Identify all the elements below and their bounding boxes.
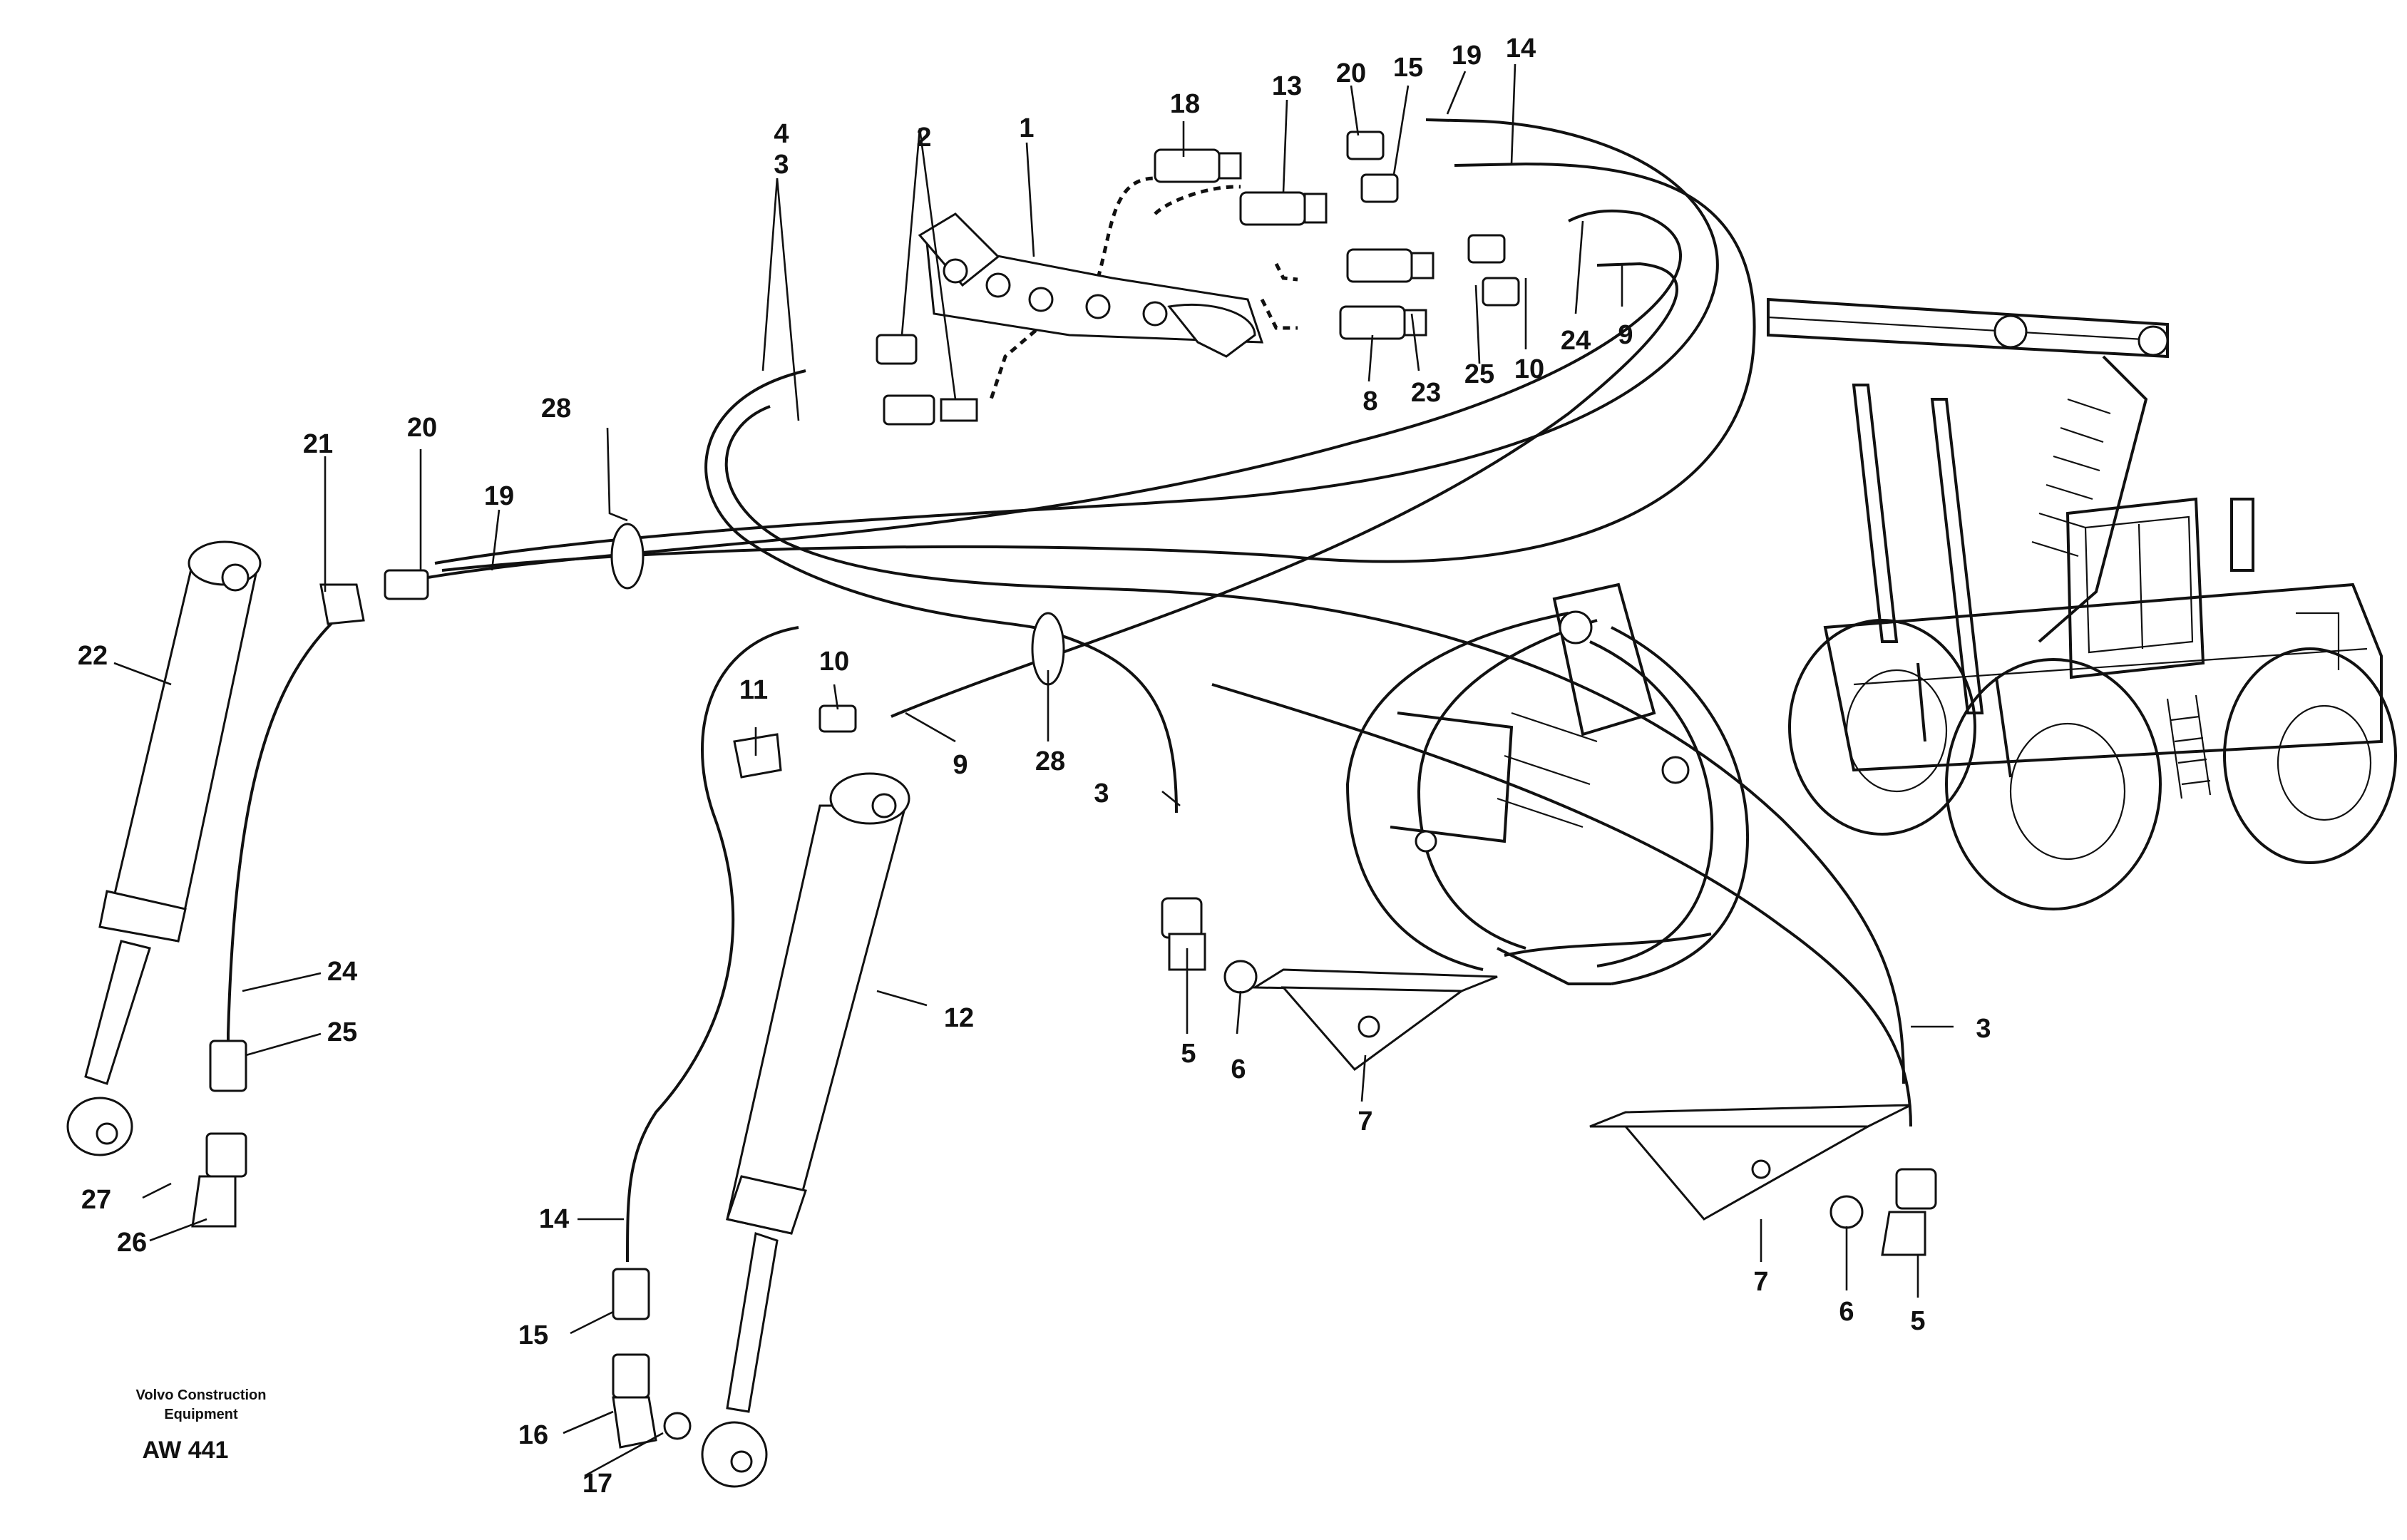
callout-13: 13 bbox=[1272, 71, 1302, 101]
callout-19-left: 19 bbox=[484, 481, 514, 511]
hose-14-upper bbox=[441, 162, 1756, 572]
callout-17: 17 bbox=[582, 1469, 612, 1499]
callout-28-mid: 28 bbox=[1035, 746, 1065, 776]
callout-18: 18 bbox=[1170, 89, 1200, 119]
callout-7-mid: 7 bbox=[1358, 1107, 1372, 1136]
callout-8: 8 bbox=[1362, 386, 1377, 416]
callout-labels: 1 2 4 3 18 13 20 15 19 14 24 9 10 25 23 … bbox=[78, 34, 1991, 1499]
callout-15-top: 15 bbox=[1393, 53, 1423, 83]
callout-16: 16 bbox=[518, 1420, 548, 1450]
callout-6-mid: 6 bbox=[1231, 1054, 1246, 1084]
callout-9-mid: 9 bbox=[953, 750, 968, 780]
cylinder-22 bbox=[66, 540, 262, 1156]
callout-27: 27 bbox=[81, 1185, 111, 1215]
callout-21: 21 bbox=[303, 429, 333, 459]
callout-25-left: 25 bbox=[327, 1017, 357, 1047]
hose-24-right bbox=[427, 209, 1682, 579]
callout-24-top: 24 bbox=[1561, 326, 1591, 356]
hose-3-left-loop bbox=[704, 369, 1178, 813]
callout-15-bottom: 15 bbox=[518, 1320, 548, 1350]
callout-24-left: 24 bbox=[327, 957, 357, 987]
callout-10-mid: 10 bbox=[819, 647, 849, 677]
drawing-code: AW 441 bbox=[143, 1437, 229, 1464]
callout-9-top: 9 bbox=[1618, 320, 1633, 350]
callout-4: 4 bbox=[774, 119, 789, 149]
callout-25-top: 25 bbox=[1464, 359, 1494, 389]
bracket-7-right bbox=[1589, 1104, 1911, 1221]
callout-10-top: 10 bbox=[1514, 354, 1544, 384]
callout-23: 23 bbox=[1411, 378, 1441, 408]
hose-4-loop bbox=[724, 405, 1905, 1084]
credit-line-2: Equipment bbox=[164, 1407, 238, 1422]
callout-5-mid: 5 bbox=[1181, 1039, 1196, 1069]
callout-3-mid: 3 bbox=[1094, 779, 1109, 808]
callout-11: 11 bbox=[739, 675, 768, 705]
callout-1: 1 bbox=[1019, 113, 1034, 143]
wheel-loader-illustration bbox=[1767, 297, 2397, 910]
callout-26: 26 bbox=[117, 1228, 147, 1258]
grapple-illustration bbox=[1345, 582, 1749, 985]
callout-2: 2 bbox=[916, 123, 931, 153]
callout-20-top: 20 bbox=[1336, 58, 1366, 88]
hose-lines bbox=[227, 118, 1912, 1263]
callout-14-bottom: 14 bbox=[539, 1204, 569, 1234]
callout-14-top: 14 bbox=[1506, 34, 1536, 63]
credit-line-1: Volvo Construction bbox=[136, 1387, 267, 1403]
callout-20-left: 20 bbox=[407, 413, 437, 443]
valve-block bbox=[918, 212, 1264, 358]
callout-3: 3 bbox=[774, 150, 789, 180]
publisher-credit: Volvo Construction Equipment AW 441 bbox=[136, 1387, 267, 1464]
callout-5-right: 5 bbox=[1910, 1306, 1925, 1336]
callout-28-top: 28 bbox=[541, 394, 571, 423]
hose-3-right bbox=[1211, 683, 1912, 1127]
bracket-7-middle bbox=[1251, 968, 1498, 1072]
hose-24-left bbox=[227, 612, 344, 1077]
callout-7-right: 7 bbox=[1753, 1267, 1768, 1297]
callout-12: 12 bbox=[944, 1003, 974, 1033]
callout-3-right: 3 bbox=[1976, 1014, 1991, 1044]
callout-22: 22 bbox=[78, 641, 108, 671]
hose-9 bbox=[891, 262, 1679, 718]
callout-19-top: 19 bbox=[1452, 41, 1482, 71]
leader-lines bbox=[113, 63, 1954, 1477]
hose-14-lower bbox=[626, 626, 799, 1263]
callout-6-right: 6 bbox=[1839, 1297, 1854, 1327]
cylinder-12 bbox=[701, 772, 910, 1488]
